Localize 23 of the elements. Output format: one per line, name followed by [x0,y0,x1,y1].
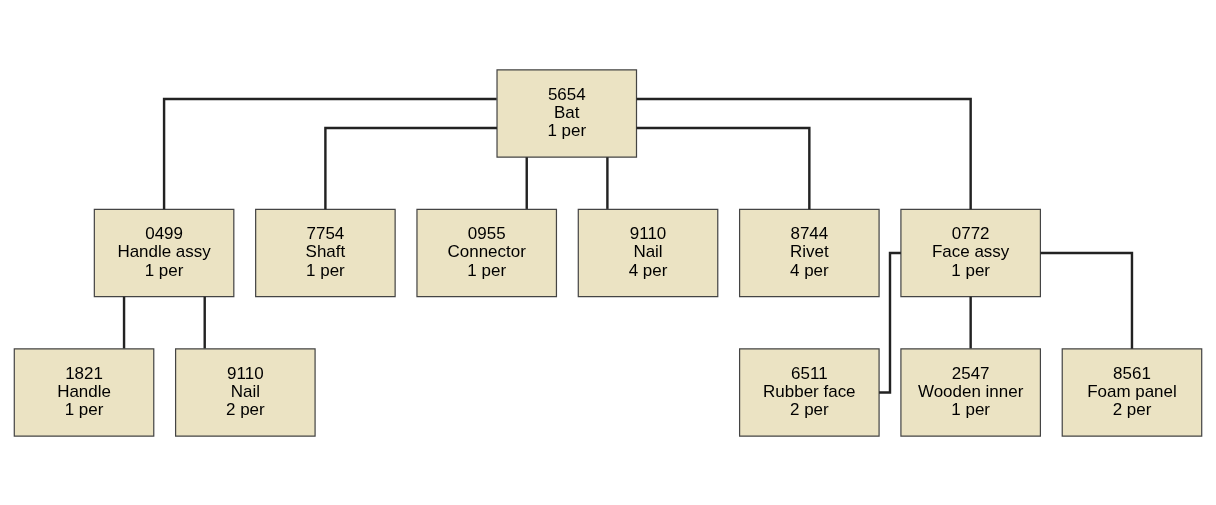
connector [636,97,972,209]
connector [162,97,497,209]
node-box: 0772 Face assy 1 per [900,208,1041,297]
connector [1040,251,1134,349]
node-box: 1821 Handle 1 per [13,347,155,437]
connector [324,126,497,209]
node-box: 9110 Nail 4 per [577,208,719,297]
node-box: 8744 Rivet 4 per [739,208,880,297]
node-box: 6511 Rubber face 2 per [739,347,880,437]
node-box: 0955 Connector 1 per [416,208,558,297]
node-box: 2547 Wooden inner 1 per [900,347,1041,437]
node-box: 9110 Nail 2 per [175,347,316,437]
node-box: 5654 Bat 1 per [496,68,638,158]
node-box: 7754 Shaft 1 per [255,208,396,297]
connector [636,126,811,209]
node-box: 8561 Foam panel 2 per [1061,347,1203,437]
connector [969,296,972,348]
connector [879,251,901,394]
connector [525,156,528,209]
connector [606,156,609,209]
connector [203,296,206,348]
node-box: 0499 Handle assy 1 per [93,208,235,297]
connector [122,296,126,348]
